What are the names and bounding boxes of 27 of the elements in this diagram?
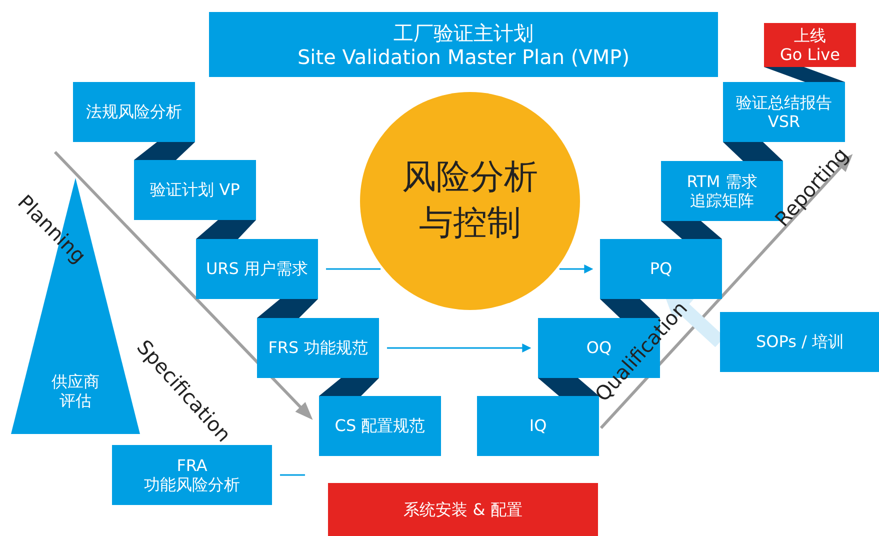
ribbon-connector: [257, 299, 318, 318]
step-box: 验证总结报告 VSR: [723, 82, 845, 142]
step-box: 法规风险分析: [73, 82, 195, 142]
step-box: FRS 功能规范: [257, 318, 379, 378]
leader-line: [280, 474, 305, 476]
ribbon-connector: [723, 142, 783, 161]
ribbon-connector: [538, 378, 599, 396]
go-live-box: 上线 Go Live: [764, 23, 856, 67]
title-banner: 工厂验证主计划 Site Validation Master Plan (VMP): [209, 12, 718, 77]
ribbon-connector: [134, 142, 195, 160]
installation-box: 系统安装 & 配置: [328, 483, 598, 536]
arrow: [559, 264, 594, 274]
step-box: PQ: [600, 239, 722, 299]
ribbon-connector: [600, 299, 660, 318]
risk-circle: 风险分析与控制: [360, 92, 580, 310]
step-box: 验证计划 VP: [134, 160, 256, 220]
step-box: CS 配置规范: [319, 396, 441, 456]
leader-line: [326, 268, 381, 270]
ribbon-connector: [196, 220, 256, 239]
ribbon-connector: [661, 221, 722, 239]
ribbon-connector: [319, 378, 379, 396]
arrow: [387, 344, 532, 352]
fra-box: FRA 功能风险分析: [112, 445, 272, 505]
step-box: IQ: [477, 396, 599, 456]
sops-box: SOPs / 培训: [720, 312, 879, 372]
ribbon-connector: [764, 67, 845, 82]
step-box: URS 用户需求: [196, 239, 318, 299]
